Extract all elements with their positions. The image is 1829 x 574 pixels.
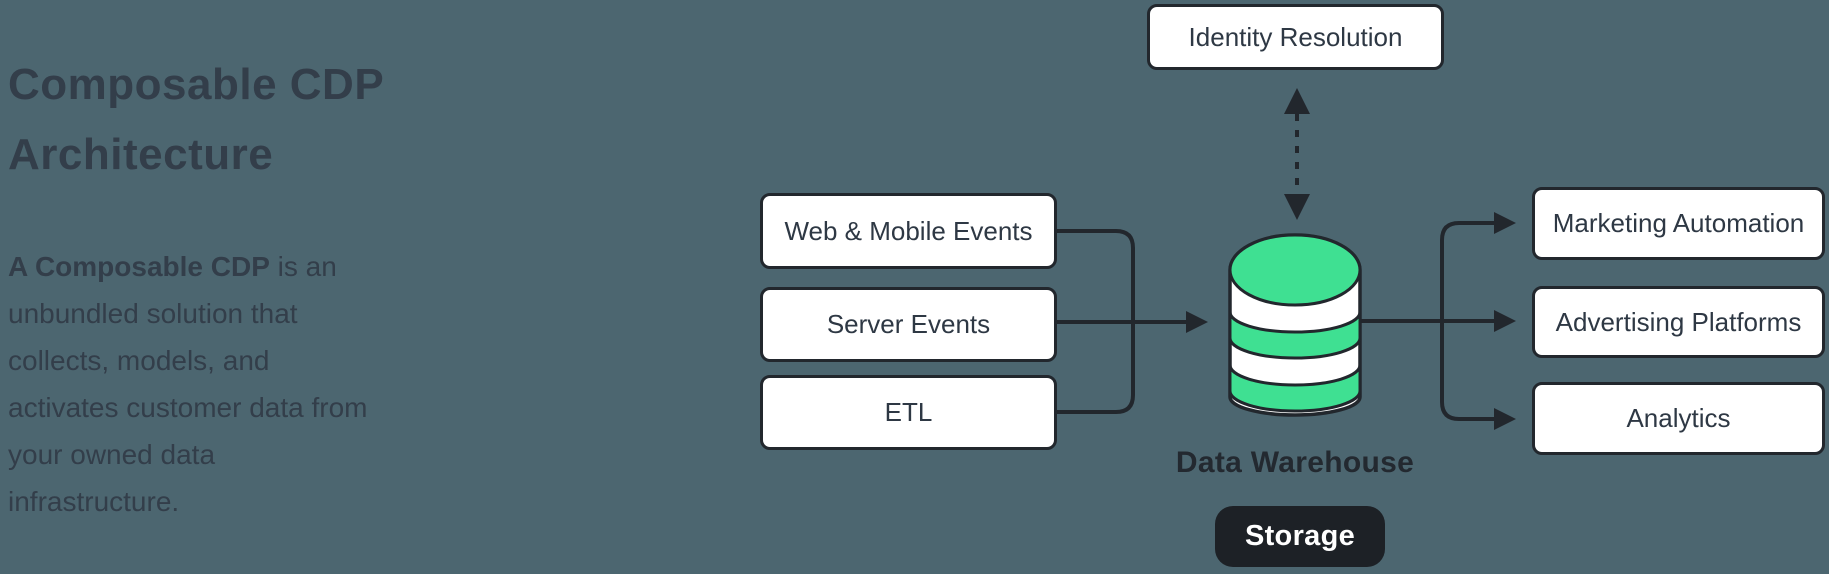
destination-label: Marketing Automation [1552,208,1805,238]
intro-text-block: Composable CDP Architecture A Composable… [8,50,438,525]
destination-box-analytics: Analytics [1532,382,1825,455]
source-box-web-mobile-events: Web & Mobile Events [760,193,1057,269]
destination-box-advertising-platforms: Advertising Platforms [1532,286,1825,358]
storage-label: Storage [1244,520,1356,552]
destination-label: Analytics [1626,403,1731,433]
sources-merge-line [1057,229,1135,414]
intro-description: A Composable CDP is an unbundled solutio… [8,243,370,525]
source-box-etl: ETL [760,375,1057,450]
destination-box-marketing-automation: Marketing Automation [1532,187,1825,260]
arrowhead-up-icon [1284,88,1310,114]
destinations-branch-line [1440,221,1496,421]
database-icon [1228,233,1362,417]
intro-description-rest: is an unbundled solution that collects, … [8,251,368,517]
page-title: Composable CDP Architecture [8,60,384,179]
source-label: Web & Mobile Events [784,215,1033,246]
arrowhead-right-icon [1186,311,1208,333]
identity-resolution-label: Identity Resolution [1188,21,1403,52]
source-label: ETL [884,397,933,427]
identity-resolution-box: Identity Resolution [1147,4,1444,70]
source-label: Server Events [826,309,991,339]
source-box-server-events: Server Events [760,287,1057,362]
arrowhead-right-icon [1494,310,1516,332]
arrowhead-right-icon [1494,408,1516,430]
storage-badge: Storage [1215,506,1385,567]
arrowhead-right-icon [1494,212,1516,234]
data-warehouse-label: Data Warehouse [1175,446,1415,479]
intro-description-bold: A Composable CDP [8,251,270,282]
arrowhead-down-icon [1284,194,1310,220]
destination-label: Advertising Platforms [1555,306,1802,337]
